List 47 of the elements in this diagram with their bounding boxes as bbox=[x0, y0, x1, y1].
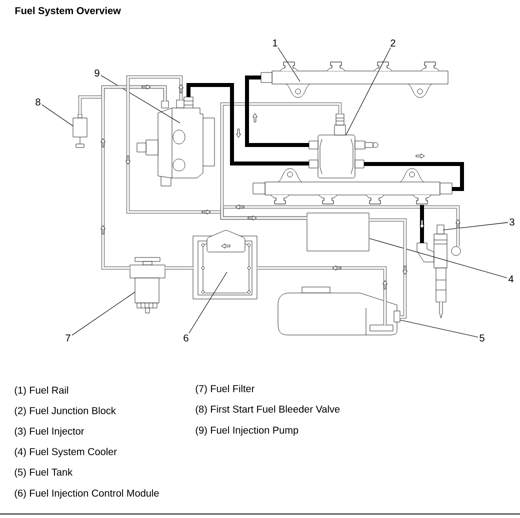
leader-line bbox=[346, 47, 391, 136]
callout-number: 3 bbox=[510, 218, 514, 226]
key-entry: (1) Fuel Rail bbox=[14, 386, 68, 396]
callout-number: 6 bbox=[184, 334, 188, 342]
leader-line bbox=[42, 104, 74, 126]
cooler-box bbox=[306, 212, 370, 252]
key-entry: (7) Fuel Filter bbox=[196, 384, 254, 394]
fuel-line bbox=[100, 84, 167, 270]
callout-number: 4 bbox=[508, 276, 514, 282]
junction-block bbox=[308, 114, 378, 178]
title: Fuel System Overview bbox=[15, 6, 121, 16]
key-entry: (5) Fuel Tank bbox=[14, 468, 73, 478]
leader-line bbox=[100, 75, 180, 124]
fuel-line bbox=[257, 266, 388, 325]
key-entry: (8) First Start Fuel Bleeder Valve bbox=[196, 405, 340, 415]
key-entry: (2) Fuel Junction Block bbox=[14, 406, 116, 416]
callout-number: 7 bbox=[66, 334, 70, 342]
callout-number: 8 bbox=[36, 98, 40, 106]
bleeder-valve bbox=[72, 114, 88, 148]
fuel-line bbox=[245, 76, 309, 147]
fuel-line bbox=[369, 218, 408, 319]
callout-number: 1 bbox=[273, 40, 278, 46]
fuel-injector bbox=[416, 224, 461, 318]
fuel-tank bbox=[278, 286, 400, 336]
key-entry: (4) Fuel System Cooler bbox=[14, 448, 117, 458]
leader-line bbox=[442, 222, 508, 230]
leader-line bbox=[72, 292, 136, 336]
leader-line bbox=[188, 272, 228, 334]
fuel-line bbox=[220, 102, 342, 220]
fuel-line bbox=[186, 83, 309, 166]
key-entry: (3) Fuel Injector bbox=[14, 427, 84, 437]
callout-number: 5 bbox=[480, 334, 484, 342]
fuel-rail bbox=[260, 62, 448, 98]
fuel-filter bbox=[130, 257, 166, 314]
fuel-line bbox=[420, 205, 424, 243]
leader-line bbox=[400, 320, 478, 338]
callout-number: 2 bbox=[390, 40, 396, 46]
fuel-line bbox=[364, 154, 464, 191]
fuel-line bbox=[165, 266, 193, 270]
key-entry: (6) Fuel Injection Control Module bbox=[14, 489, 159, 499]
callout-number: 9 bbox=[94, 69, 100, 77]
injection-pump bbox=[136, 96, 215, 186]
fuel-rail bbox=[252, 168, 452, 204]
key-entry: (9) Fuel Injection Pump bbox=[196, 426, 298, 436]
leader-line bbox=[369, 238, 508, 278]
control-module bbox=[192, 230, 258, 300]
leader-line bbox=[278, 47, 300, 82]
